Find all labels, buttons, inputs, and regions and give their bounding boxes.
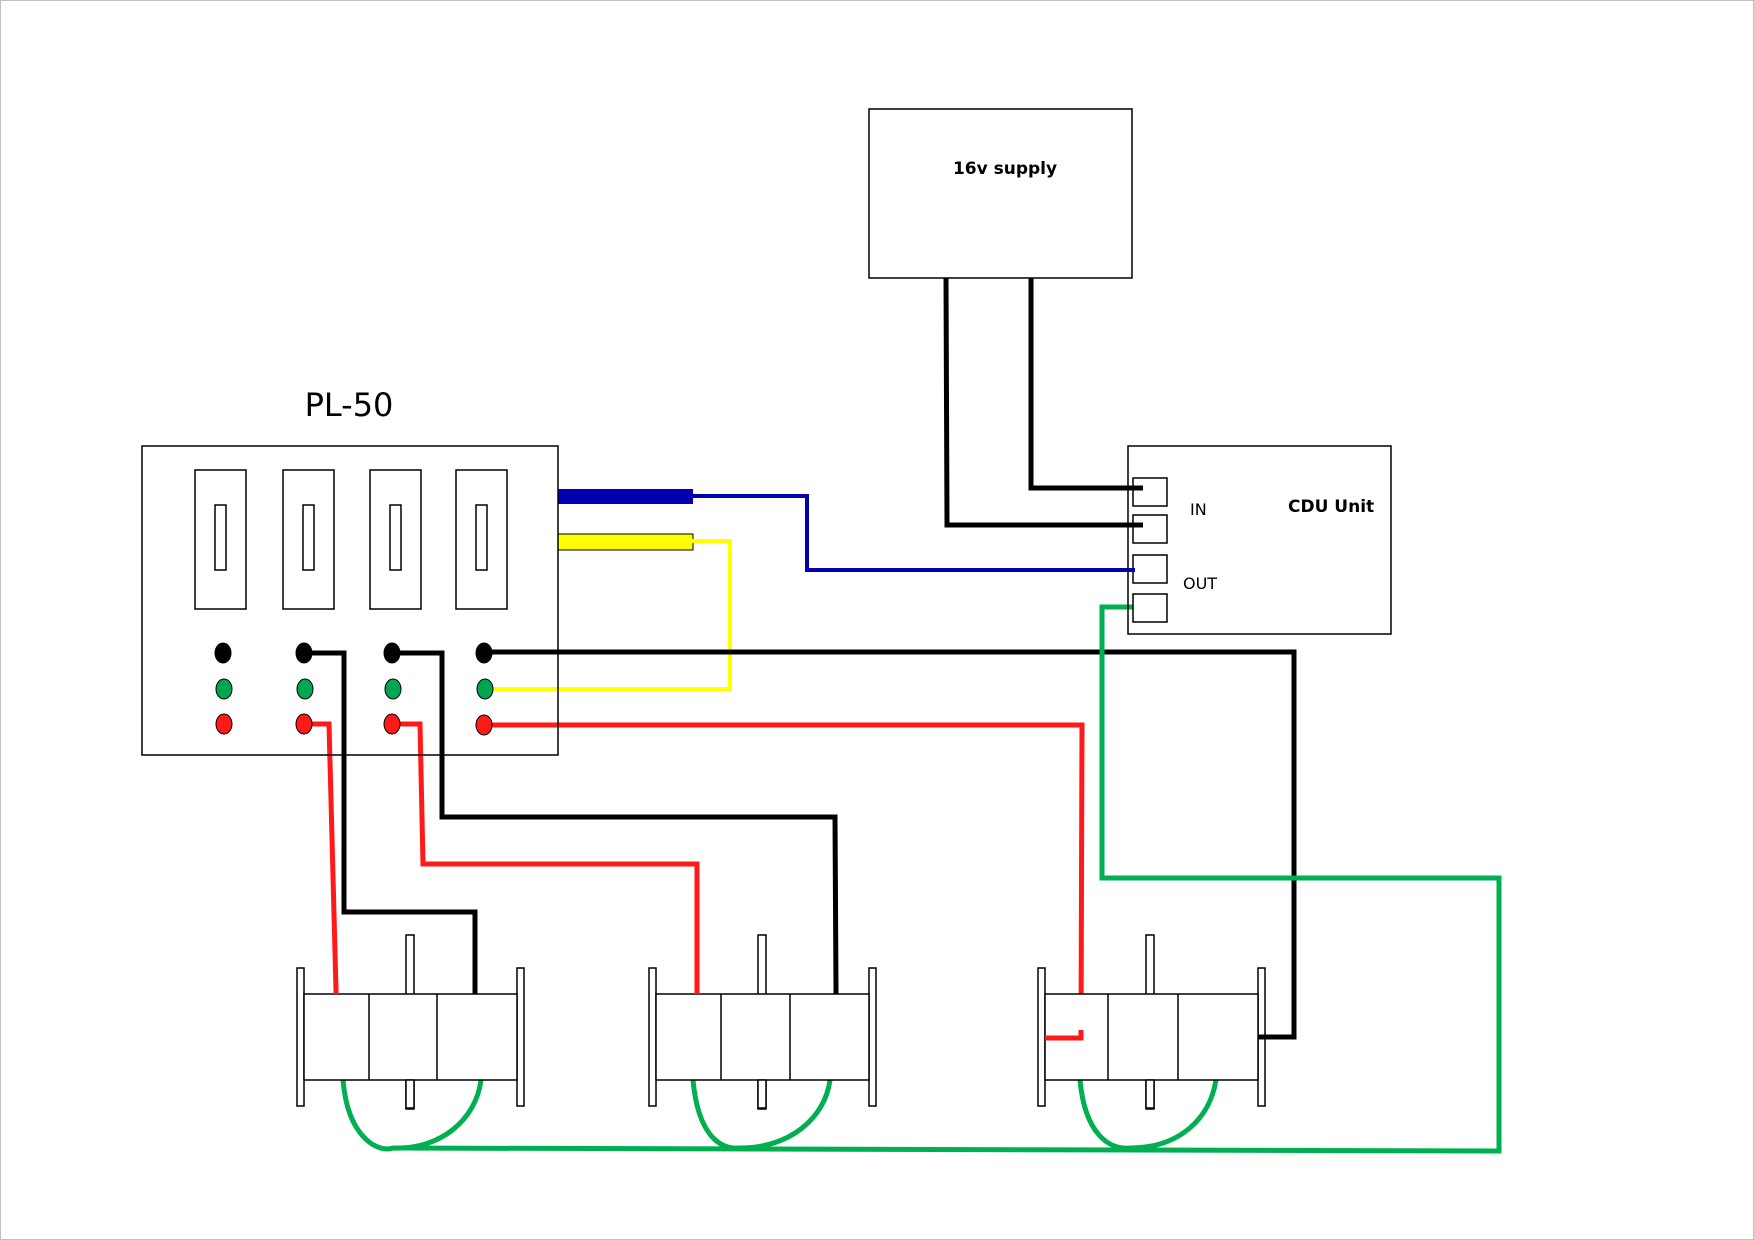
point-motor-3	[1037, 934, 1266, 1110]
wire-red-3-end	[1045, 1030, 1084, 1041]
supply-label: 16v supply	[953, 159, 1057, 179]
cdu-terminal-out-2	[1132, 593, 1168, 623]
cdu-terminal-in-1	[1132, 477, 1168, 507]
pl50-title: PL-50	[305, 386, 394, 424]
wire-black-1	[304, 650, 478, 993]
cdu-terminal-in-2	[1132, 514, 1168, 544]
cdu-title: CDU Unit	[1288, 497, 1374, 517]
terminal-red-2	[295, 713, 313, 735]
point-motor-2	[648, 934, 877, 1110]
cdu-terminal-out-1	[1132, 554, 1168, 584]
terminal-red-3	[383, 713, 401, 735]
wire-yellow-lead	[557, 533, 694, 551]
wire-red-2	[392, 721, 700, 993]
terminal-green-3	[384, 678, 402, 700]
terminal-black-1	[214, 642, 232, 664]
switch-4	[455, 469, 508, 610]
point-motor-1	[296, 934, 525, 1110]
cdu-in-label: IN	[1190, 500, 1207, 519]
cdu-box	[1127, 445, 1392, 635]
switch-1	[194, 469, 247, 610]
wire-supply-in-2	[943, 276, 1141, 528]
wire-green-loop-3	[1077, 1079, 1219, 1151]
terminal-black-4	[475, 642, 493, 664]
supply-box	[868, 108, 1133, 279]
terminal-black-2	[295, 642, 313, 664]
pl50-box	[141, 445, 559, 756]
wire-blue	[690, 494, 1133, 572]
terminal-red-1	[215, 713, 233, 735]
wire-green-loop-2	[690, 1079, 833, 1151]
wire-green-loop-1	[340, 1079, 484, 1152]
terminal-red-4	[475, 714, 493, 736]
switch-3	[369, 469, 422, 610]
wire-supply-in-1	[1028, 277, 1141, 491]
switch-2	[282, 469, 335, 610]
wire-ends	[333, 985, 1297, 1041]
terminal-black-3	[383, 642, 401, 664]
terminal-green-4	[476, 678, 494, 700]
wire-black-3-end	[1258, 1030, 1297, 1040]
wire-yellow	[486, 539, 732, 691]
terminals	[214, 642, 494, 736]
pl50-panel: PL-50	[141, 386, 559, 756]
wire-blue-lead	[558, 489, 693, 504]
wire-red-1	[304, 721, 339, 991]
cdu-unit: IN OUT CDU Unit	[1127, 445, 1392, 635]
wire-green-return	[392, 604, 1502, 1154]
power-supply: 16v supply	[868, 108, 1133, 279]
terminal-green-2	[296, 678, 314, 700]
wire-black-3	[484, 649, 1297, 1040]
terminal-green-1	[215, 678, 233, 700]
wire-red-3	[484, 722, 1085, 1041]
wire-black-2	[392, 650, 839, 991]
cdu-out-label: OUT	[1183, 574, 1217, 593]
